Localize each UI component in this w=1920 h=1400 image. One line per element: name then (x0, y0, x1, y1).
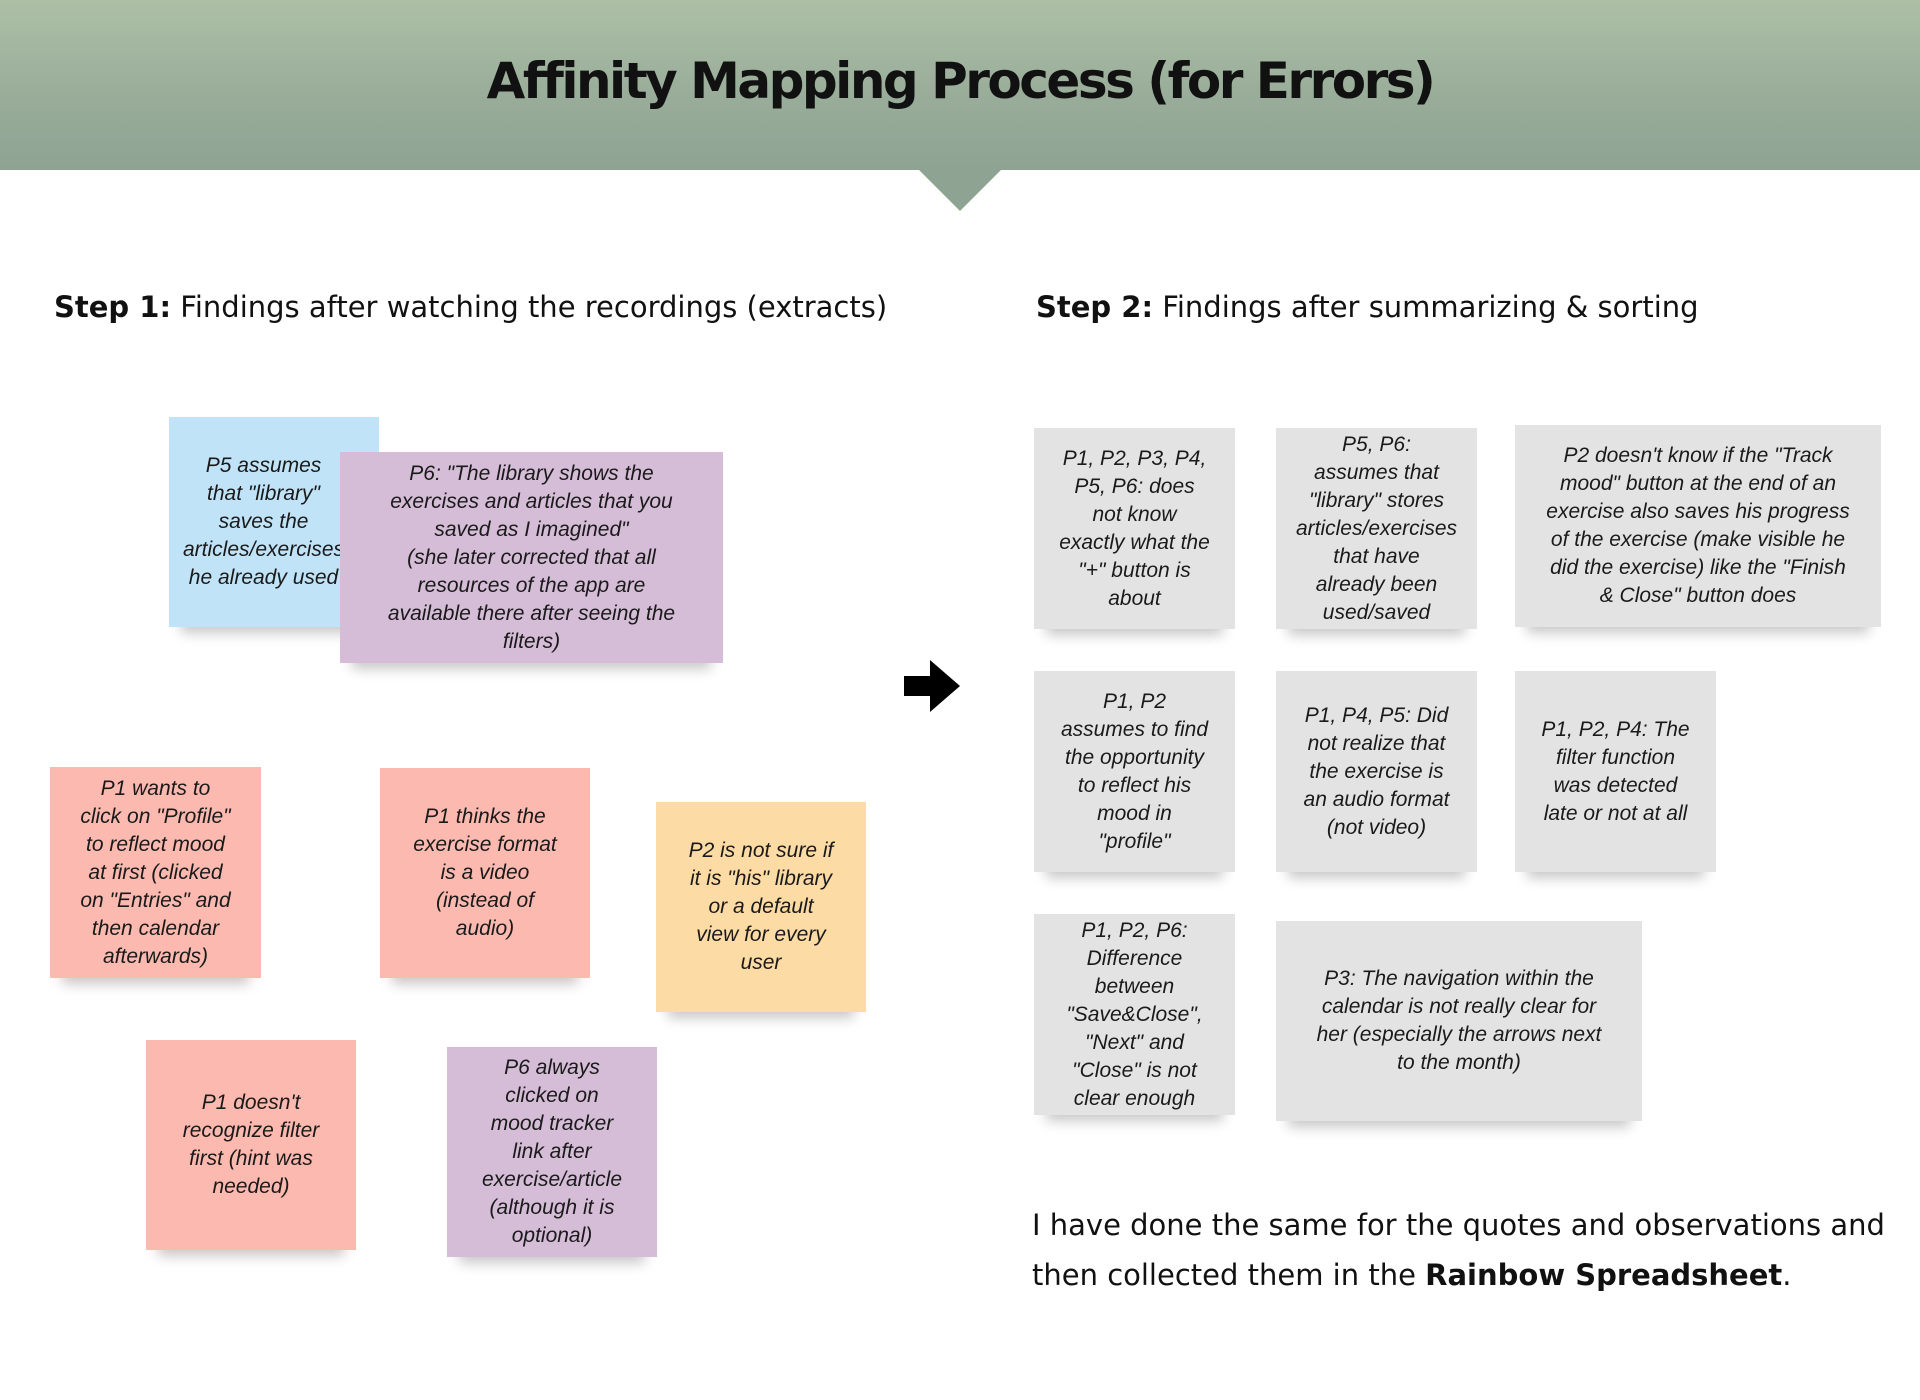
summary-note-library: P5, P6: assumes that "library" stores ar… (1276, 428, 1477, 629)
summary-note-calendar: P3: The navigation within the calendar i… (1276, 921, 1642, 1121)
sticky-note-p1-filter: P1 doesn't recognize filter first (hint … (146, 1040, 356, 1250)
sticky-note-p1-video: P1 thinks the exercise format is a video… (380, 768, 590, 978)
step2-label: Step 2: (1036, 290, 1154, 324)
rainbow-spreadsheet-label: Rainbow Spreadsheet (1425, 1258, 1783, 1292)
summary-note-close-buttons: P1, P2, P6: Difference between "Save&Clo… (1034, 914, 1235, 1115)
sticky-note-p6-library: P6: "The library shows the exercises and… (340, 452, 723, 663)
arrow-right-icon (904, 660, 960, 712)
summary-paragraph: I have done the same for the quotes and … (1032, 1208, 1885, 1292)
step2-heading: Step 2: Findings after summarizing & sor… (1036, 290, 1699, 324)
step1-text: Findings after watching the recordings (… (180, 290, 888, 324)
summary-note-profile: P1, P2 assumes to find the opportunity t… (1034, 671, 1235, 872)
summary-note-plus-button: P1, P2, P3, P4, P5, P6: does not know ex… (1034, 428, 1235, 629)
step1-heading: Step 1: Findings after watching the reco… (54, 290, 887, 324)
summary-note-track-mood: P2 doesn't know if the "Track mood" butt… (1515, 425, 1881, 627)
step2-text: Findings after summarizing & sorting (1162, 290, 1699, 324)
header-banner (0, 0, 1920, 170)
step1-label: Step 1: (54, 290, 172, 324)
sticky-note-p1-profile: P1 wants to click on "Profile" to reflec… (50, 767, 261, 978)
page-title: Affinity Mapping Process (for Errors) (486, 52, 1436, 110)
sticky-note-p6-mood-tracker: P6 always clicked on mood tracker link a… (447, 1047, 657, 1257)
sticky-note-p2-library: P2 is not sure if it is "his" library or… (656, 802, 866, 1012)
summary-note-filter: P1, P2, P4: The filter function was dete… (1515, 671, 1716, 872)
summary-note-audio-format: P1, P4, P5: Did not realize that the exe… (1276, 671, 1477, 872)
header-notch (918, 169, 1002, 211)
